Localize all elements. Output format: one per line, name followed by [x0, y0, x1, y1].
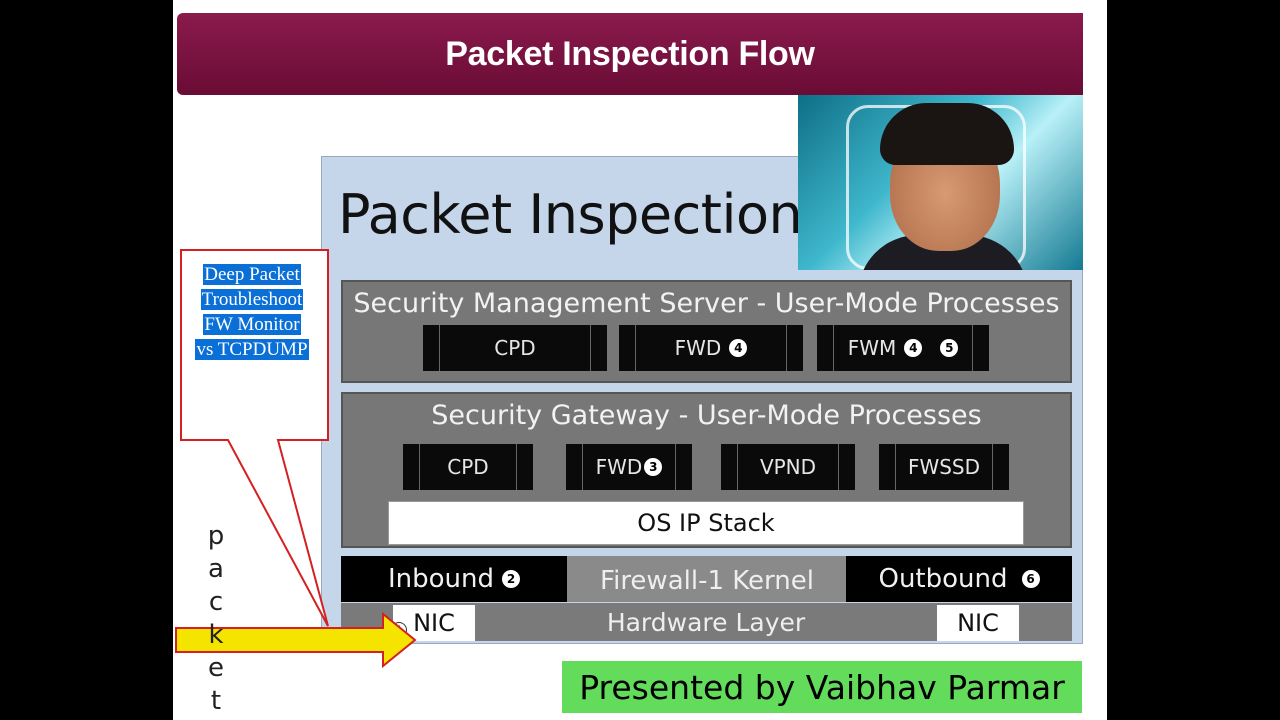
presenter-hair — [880, 103, 1014, 165]
hardware-row: NIC Hardware Layer NIC — [341, 603, 1072, 641]
gw-process-fwd: FWD 3 — [566, 444, 692, 490]
step-badge: 4 — [904, 339, 923, 357]
vertical-word-packet: p a c k e t — [207, 521, 225, 716]
outbound-box: Outbound 6 — [846, 556, 1072, 602]
presenter-banner: Presented by Vaibhav Parmar — [562, 661, 1082, 713]
presenter-photo — [798, 95, 1083, 270]
gw-process-fwssd: FWSSD — [879, 444, 1009, 490]
kernel-row: Inbound 2 Firewall-1 Kernel Outbound 6 — [341, 556, 1072, 602]
callout-line: FW Monitor — [203, 314, 301, 335]
step-badge: 3 — [644, 458, 663, 476]
slide-title: Packet Inspection Flow — [445, 34, 815, 73]
firewall-kernel: Firewall-1 Kernel — [567, 561, 847, 601]
nic-left: NIC — [393, 605, 475, 641]
gw-process-cpd: CPD — [403, 444, 533, 490]
step-badge: 4 — [729, 339, 748, 357]
callout-line: vs TCPDUMP — [195, 339, 309, 360]
callout-line: Deep Packet — [203, 264, 301, 285]
inbound-box: Inbound 2 — [341, 556, 567, 602]
slide: Packet Inspection Flow Packet Inspection… — [173, 0, 1107, 720]
diagram-title: Packet Inspection — [338, 183, 803, 246]
management-server-title: Security Management Server - User-Mode P… — [353, 288, 1060, 319]
gateway-title: Security Gateway - User-Mode Processes — [431, 400, 982, 431]
hardware-layer: Hardware Layer — [606, 607, 806, 637]
step-badge: 5 — [940, 339, 959, 357]
callout-line: Troubleshoot — [200, 289, 304, 310]
callout-text: Deep Packet Troubleshoot FW Monitor vs T… — [187, 262, 317, 362]
mgmt-process-fwm: FWM 4 5 — [817, 325, 989, 371]
title-bar: Packet Inspection Flow — [177, 13, 1083, 95]
mgmt-process-cpd: CPD — [423, 325, 607, 371]
gw-process-vpnd: VPND — [721, 444, 855, 490]
step-badge: 6 — [1021, 570, 1040, 588]
mgmt-process-fwd: FWD 4 — [619, 325, 803, 371]
step-badge: 2 — [502, 570, 521, 588]
os-ip-stack: OS IP Stack — [388, 501, 1024, 545]
step-badge-entry: 1 — [391, 622, 407, 638]
nic-right: NIC — [937, 605, 1019, 641]
